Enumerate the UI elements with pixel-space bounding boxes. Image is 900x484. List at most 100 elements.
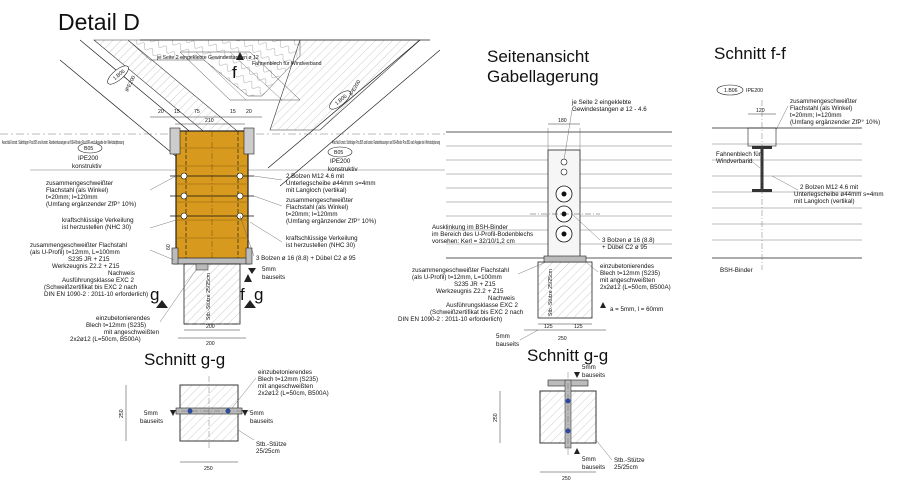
note-5mm-gl-left: 5mm bauseits: [140, 410, 176, 425]
section-g-left-title: Schnitt g-g: [144, 350, 225, 369]
cut-marker-f-top: f: [232, 52, 244, 82]
note-top-rods: je Seite 2 eingeklebte Gewindestangen ø …: [156, 55, 259, 61]
svg-text:konstruktiv: konstruktiv: [328, 166, 358, 173]
beam-edge-line: [279, 49, 441, 187]
label-binder: BSH-Binder: [720, 267, 753, 274]
svg-text:a = 5mm, l = 60mm: a = 5mm, l = 60mm: [610, 306, 663, 313]
svg-text:125: 125: [574, 324, 583, 330]
cut-marker-g-right: g: [244, 285, 263, 308]
svg-text:250: 250: [493, 413, 499, 422]
svg-text:200: 200: [206, 324, 215, 330]
bolt-icon: [180, 212, 188, 220]
svg-text:5mm: 5mm: [582, 456, 596, 463]
svg-text:20: 20: [246, 109, 252, 115]
svg-text:125: 125: [544, 324, 553, 330]
svg-text:210: 210: [205, 118, 214, 124]
svg-text:IPE200: IPE200: [78, 155, 99, 162]
note-rods-side: je Seite 2 eingeklebte Gewindestangen ø …: [571, 99, 647, 113]
svg-text:IPE200: IPE200: [124, 75, 137, 93]
detail-d-view: 1.B06 IPE200 1.B06 IPE200 je Seite 2 ein…: [0, 39, 445, 347]
note-force-right: kraftschlüssige Verkeilung ist herzustel…: [286, 235, 359, 249]
svg-text:bauseits: bauseits: [582, 464, 605, 471]
note-dowels-side: 3 Bolzen ø 16 (8.8) + Dübel C2 ø 95: [602, 237, 656, 251]
svg-text:konstruktiv: konstruktiv: [72, 163, 102, 170]
section-g-left-view: einzubetonierendes Blech t=12mm (S235) m…: [119, 369, 329, 472]
note-5mm-gm-bottom: 5mm bauseits: [574, 448, 605, 471]
note-fin-plate-f: Fahnenblech für Windverband: [716, 151, 762, 165]
svg-text:f: f: [232, 63, 237, 82]
note-fin-plate: Fahnenblech für Windverband: [252, 61, 322, 67]
svg-text:1.B06: 1.B06: [724, 88, 738, 94]
note-5mm-side-left: 5mm bauseits: [496, 329, 539, 348]
tag-b06-section-f: 1.B06 IPE200: [716, 84, 763, 96]
section-f-title: Schnitt f-f: [714, 44, 786, 63]
column-label-gm: Stb.-Stütze 25/25cm: [614, 457, 646, 471]
svg-text:bauseits: bauseits: [582, 372, 605, 379]
tag-b05-right: B05 IPE200 konstruktiv: [327, 146, 358, 173]
note-flat-steel-f: zusammengeschweißter Flachstahl (als Win…: [790, 98, 880, 126]
svg-text:IPE200: IPE200: [746, 88, 763, 94]
svg-text:5mm: 5mm: [250, 410, 264, 417]
svg-text:5mm: 5mm: [496, 333, 510, 340]
note-5mm-detail: 5mm bauseits: [248, 266, 285, 281]
note-dowels-detail: 3 Bolzen ø 16 (8.8) + Dübel C2 ø 95: [256, 255, 356, 262]
ipe-profile-upper: [179, 51, 301, 101]
svg-text:Stb.-Stütze 25/25cm: Stb.-Stütze 25/25cm: [548, 269, 554, 316]
note-u-profile-left: zusammengeschweißter Flachstahl (als U-P…: [30, 242, 148, 298]
side-plate: [547, 149, 581, 261]
svg-text:g: g: [150, 285, 159, 304]
svg-text:bauseits: bauseits: [140, 418, 163, 425]
cut-marker-g-left: g: [150, 285, 168, 308]
timber-beam-section: [169, 127, 255, 265]
svg-text:250: 250: [562, 476, 571, 482]
svg-text:f: f: [240, 285, 245, 304]
beam-edge-line: [79, 39, 201, 141]
side-view-subtitle: Gabellagerung: [487, 67, 599, 86]
svg-text:75: 75: [194, 109, 200, 115]
note-5mm-side: a = 5mm, l = 60mm: [600, 302, 663, 313]
column-label-gl: Stb.-Stütze 25/25cm: [256, 441, 288, 455]
svg-text:5mm: 5mm: [262, 266, 276, 273]
side-column: [537, 261, 593, 319]
svg-text:bauseits: bauseits: [250, 418, 273, 425]
svg-text:200: 200: [206, 341, 215, 347]
svg-text:250: 250: [204, 466, 213, 472]
bolt-icon: [180, 172, 188, 180]
svg-text:bauseits: bauseits: [262, 274, 285, 281]
note-embed-plate-gl: einzubetonierendes Blech t=12mm (S235) m…: [258, 369, 329, 397]
svg-text:60: 60: [166, 244, 172, 250]
section-g-mid-title: Schnitt g-g: [527, 346, 608, 365]
cut-marker-f-right: f: [240, 274, 252, 304]
svg-text:15: 15: [174, 109, 180, 115]
side-view-title: Seitenansicht: [487, 47, 589, 66]
svg-text:120: 120: [756, 108, 765, 114]
note-u-profile-side: zusammengeschweißter Flachstahl (als U-P…: [398, 267, 525, 323]
bolt-icon: [180, 192, 188, 200]
beam-edge-line: [59, 59, 191, 169]
svg-text:250: 250: [558, 336, 567, 342]
svg-text:B05: B05: [334, 150, 343, 156]
note-force-left: kraftschlüssige Verkeilung ist herzustel…: [62, 217, 135, 231]
svg-text:5mm: 5mm: [144, 410, 158, 417]
svg-text:5mm: 5mm: [582, 364, 596, 371]
note-flat-steel-left: zusammengeschweißter Flachstahl (als Win…: [46, 180, 136, 208]
svg-text:20: 20: [158, 109, 164, 115]
tag-b05-left: B05 IPE200 konstruktiv: [72, 142, 102, 170]
svg-text:g: g: [254, 285, 263, 304]
side-view: 180 Stb.-Stütze 25/25cm je Seite 2 einge…: [398, 99, 672, 348]
column-label: Stb.-Stütze 25/25cm: [206, 273, 212, 320]
note-embed-plate-left: einzubetonierendes Blech t=12mm (S235) m…: [70, 315, 161, 343]
concrete-column: Stb.-Stütze 25/25cm: [183, 263, 241, 325]
svg-text:IPE200: IPE200: [330, 158, 351, 165]
section-g-mid-view: 5mm bauseits 5mm bauseits Stb.-Stütze 25…: [493, 364, 646, 482]
note-embed-plate-side: einzubetonierendes Blech t=12mm (S235) m…: [600, 263, 671, 291]
note-bolts-detail: 2 Bolzen M12 4.6 mit Unterlegscheibe ø44…: [286, 173, 377, 194]
detail-d-title: Detail D: [58, 9, 140, 35]
svg-text:180: 180: [558, 118, 567, 124]
note-5mm-gl-right: 5mm bauseits: [242, 410, 273, 425]
note-bolts-f: 2 Bolzen M12 4.6 mit Unterlegscheibe ø44…: [794, 184, 885, 205]
note-anchor-right: Anschluß konstr. Stahlträger Pos.B05 und…: [332, 140, 440, 146]
svg-text:250: 250: [119, 409, 125, 418]
beam-edge-line: [267, 39, 421, 169]
section-f-view: 120 1.B06 IPE200 zusammengeschweißter Fl…: [712, 84, 885, 274]
